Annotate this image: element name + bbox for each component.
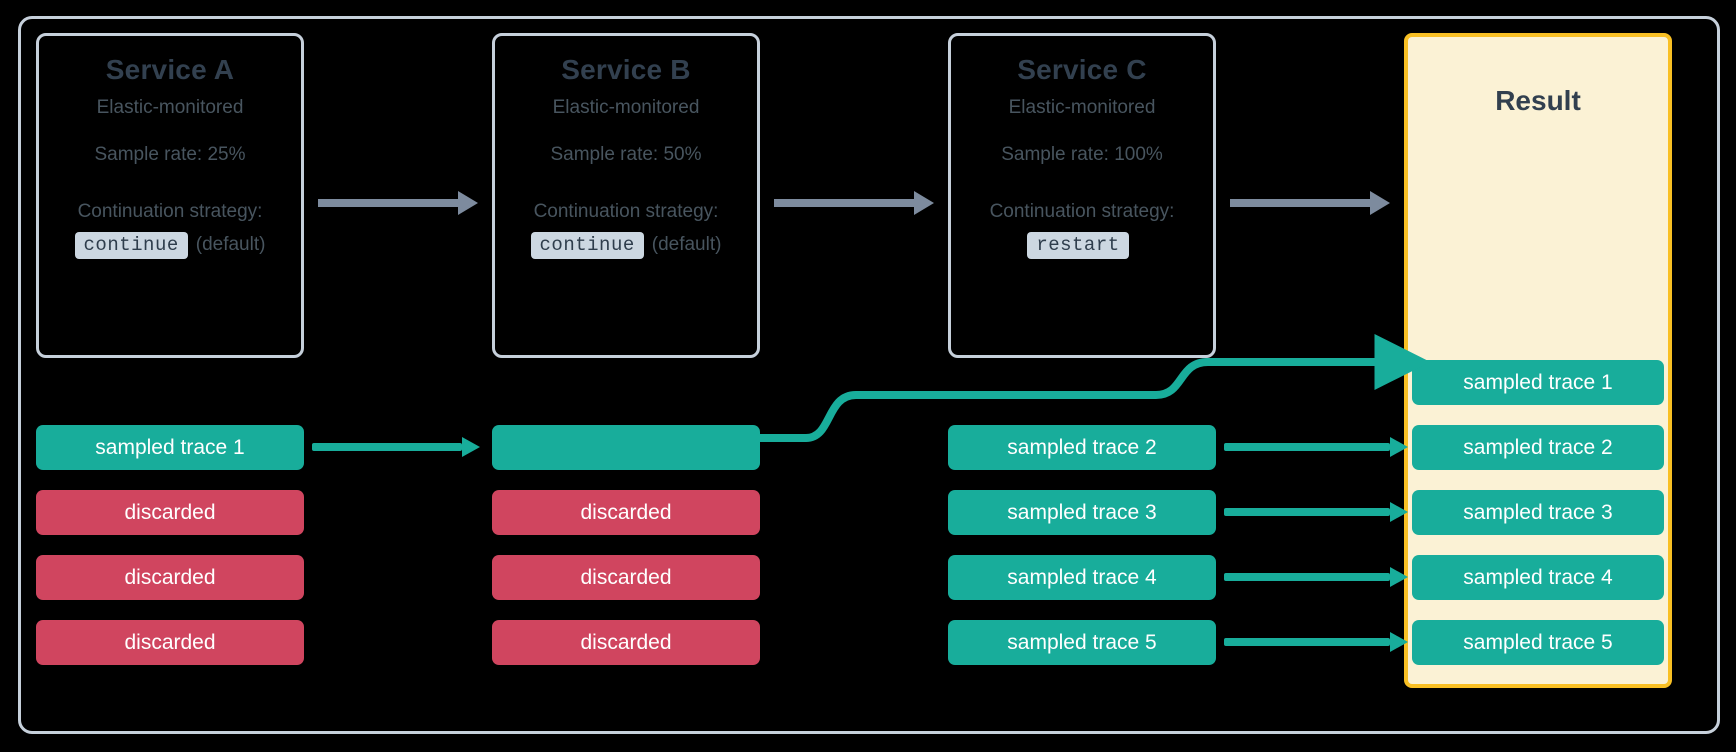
trace-chip: sampled trace 3	[948, 490, 1216, 535]
trace-arrow-a-to-b-icon	[312, 437, 480, 457]
service-a-strategy-badge: continue	[74, 231, 188, 260]
service-a-title: Service A	[105, 54, 235, 85]
arrow-shaft	[318, 199, 458, 207]
trace-chip: discarded	[492, 620, 760, 665]
trace-chip: sampled trace 5	[948, 620, 1216, 665]
service-card-b: Service B Elastic-monitored Sample rate:…	[492, 33, 760, 358]
arrow-shaft	[1224, 573, 1390, 581]
service-a-sample-rate: Sample rate: 25%	[94, 144, 246, 165]
trace-chip: discarded	[36, 490, 304, 535]
result-trace-chip: sampled trace 4	[1412, 555, 1664, 600]
arrow-shaft	[1224, 508, 1390, 516]
service-b-strategy-row: continue (default)	[530, 231, 722, 260]
service-card-c: Service C Elastic-monitored Sample rate:…	[948, 33, 1216, 358]
service-b-strategy-badge: continue	[530, 231, 644, 260]
service-b-strategy-note: (default)	[651, 234, 722, 256]
trace-chip: sampled trace 1	[36, 425, 304, 470]
service-c-strategy-row: restart	[1027, 231, 1136, 260]
service-c-strategy-badge: restart	[1027, 231, 1129, 260]
service-c-sample-rate: Sample rate: 100%	[1001, 144, 1163, 165]
service-a-subtitle: Elastic-monitored	[96, 97, 244, 118]
flow-arrow-a-to-b-icon	[318, 191, 478, 215]
service-c-subtitle: Elastic-monitored	[1008, 97, 1156, 118]
trace-arrow-c5-to-result-icon	[1224, 632, 1408, 652]
service-a-strategy-row: continue (default)	[74, 231, 266, 260]
trace-arrow-c4-to-result-icon	[1224, 567, 1408, 587]
result-trace-chip: sampled trace 2	[1412, 425, 1664, 470]
arrow-head	[462, 437, 480, 457]
trace-chip: sampled trace 4	[948, 555, 1216, 600]
arrow-head	[458, 191, 478, 215]
arrow-shaft	[1224, 443, 1390, 451]
result-trace-chip: sampled trace 1	[1412, 360, 1664, 405]
service-a-strategy-note: (default)	[195, 234, 266, 256]
result-title: Result	[1495, 85, 1581, 116]
trace-chip: discarded	[36, 620, 304, 665]
trace-chip	[492, 425, 760, 470]
service-a-strategy-label: Continuation strategy:	[77, 201, 263, 222]
service-b-strategy-label: Continuation strategy:	[533, 201, 719, 222]
diagram-outer-frame	[18, 16, 1720, 734]
flow-arrow-c-to-result-icon	[1230, 191, 1390, 215]
arrow-shaft	[1224, 638, 1390, 646]
trace-curve-b-to-result-icon	[756, 334, 1431, 442]
service-b-subtitle: Elastic-monitored	[552, 97, 700, 118]
trace-arrow-c2-to-result-icon	[1224, 437, 1408, 457]
arrow-shaft	[1230, 199, 1370, 207]
arrow-head	[1370, 191, 1390, 215]
result-trace-chip: sampled trace 3	[1412, 490, 1664, 535]
result-trace-chip: sampled trace 5	[1412, 620, 1664, 665]
arrow-shaft	[774, 199, 914, 207]
flow-arrow-b-to-c-icon	[774, 191, 934, 215]
trace-chip: discarded	[492, 555, 760, 600]
arrow-head	[1390, 437, 1408, 457]
service-b-sample-rate: Sample rate: 50%	[550, 144, 702, 165]
trace-chip: discarded	[36, 555, 304, 600]
arrow-head	[914, 191, 934, 215]
arrow-head	[1390, 567, 1408, 587]
trace-chip: discarded	[492, 490, 760, 535]
service-c-strategy-label: Continuation strategy:	[989, 201, 1175, 222]
service-c-title: Service C	[1017, 54, 1147, 85]
service-card-a: Service A Elastic-monitored Sample rate:…	[36, 33, 304, 358]
trace-chip: sampled trace 2	[948, 425, 1216, 470]
service-b-title: Service B	[561, 54, 691, 85]
curve-path	[756, 334, 1431, 442]
arrow-head	[1390, 632, 1408, 652]
trace-arrow-c3-to-result-icon	[1224, 502, 1408, 522]
arrow-head	[1390, 502, 1408, 522]
arrow-shaft	[312, 443, 462, 451]
